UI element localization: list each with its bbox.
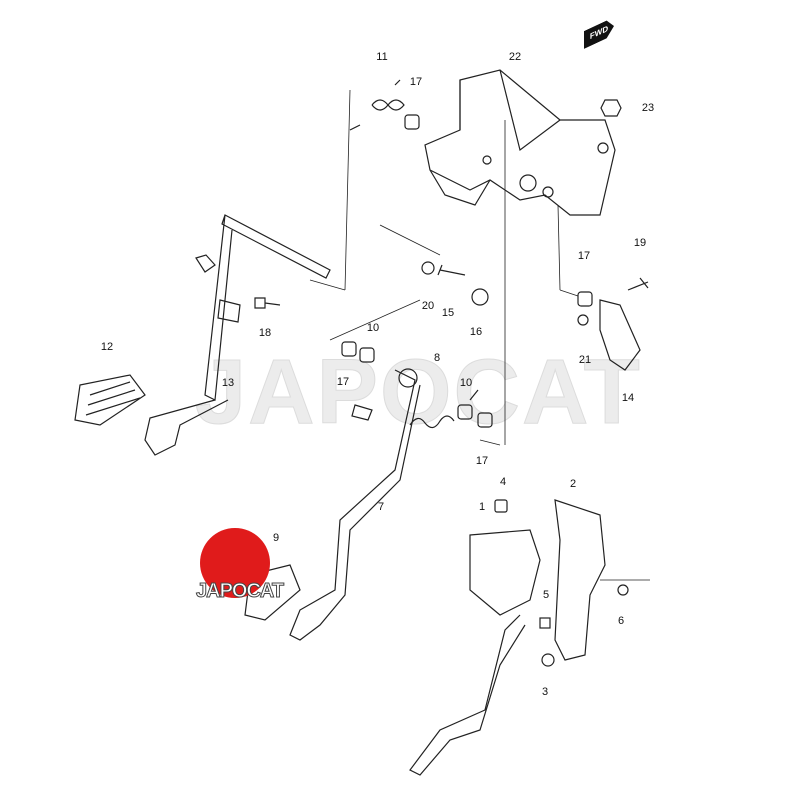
callout: 9 — [272, 532, 280, 544]
callout: 21 — [578, 354, 592, 366]
callout: 20 — [421, 300, 435, 312]
callout: 13 — [221, 377, 235, 389]
callout: 2 — [569, 478, 577, 490]
clutch-pad — [74, 374, 146, 426]
accelerator-module — [469, 529, 541, 616]
watermark: JAPOCAT — [195, 341, 642, 444]
callout: 19 — [633, 237, 647, 249]
callout: 17 — [409, 76, 423, 88]
brake-pedal — [289, 369, 421, 641]
callout: 17 — [336, 376, 350, 388]
brake-pad — [244, 564, 301, 621]
callout: 22 — [508, 51, 522, 63]
accelerator-bracket — [554, 499, 606, 661]
callout: 6 — [617, 615, 625, 627]
logo-text: JAPOCAT — [195, 580, 284, 603]
callout: 3 — [541, 686, 549, 698]
callout: 16 — [469, 326, 483, 338]
callout: 10 — [459, 377, 473, 389]
callout: 5 — [542, 589, 550, 601]
clutch-pedal — [144, 214, 331, 456]
spring-11 — [349, 79, 405, 131]
callout: 15 — [441, 307, 455, 319]
accelerator-pedal — [409, 614, 526, 776]
callout: 1 — [478, 501, 486, 513]
callout: 4 — [499, 476, 507, 488]
stop-bracket — [599, 299, 641, 371]
pedal-bracket — [424, 69, 616, 216]
japocat-logo — [200, 528, 270, 598]
callout: 7 — [377, 501, 385, 513]
callout: 18 — [258, 327, 272, 339]
callout: 12 — [100, 341, 114, 353]
callout: 23 — [641, 102, 655, 114]
callout: 17 — [475, 455, 489, 467]
callout: 10 — [366, 322, 380, 334]
callout: 17 — [577, 250, 591, 262]
callout: 11 — [376, 51, 388, 63]
callout: 14 — [621, 392, 635, 404]
callout: 8 — [433, 352, 441, 364]
